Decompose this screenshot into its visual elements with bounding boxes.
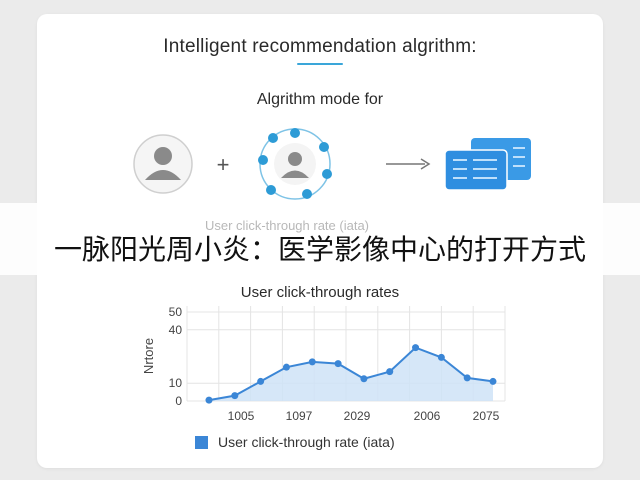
algorithm-diagram: +	[133, 128, 531, 200]
data-point	[489, 377, 497, 385]
y-tick-label: 10	[169, 376, 183, 390]
data-point	[334, 360, 342, 368]
x-tick-label: 2006	[414, 409, 441, 423]
data-point	[437, 353, 445, 361]
x-tick-label: 1005	[228, 409, 255, 423]
chart-legend: User click-through rate (iata)	[195, 434, 395, 450]
x-tick-label: 2075	[473, 409, 500, 423]
data-point	[205, 396, 213, 404]
user-avatar-icon	[274, 143, 316, 185]
y-tick-label: 40	[169, 323, 183, 337]
data-point	[386, 368, 394, 376]
data-point	[360, 375, 368, 383]
click-through-chart: 0 10 40 50 1005 1097 2029 2006 2075 Nrtore	[141, 305, 506, 423]
x-tick-label: 2029	[344, 409, 371, 423]
series-area	[209, 347, 493, 401]
chart-title: User click-through rates	[240, 284, 400, 301]
banner-ghost-text: User click-through rate (iata)	[205, 218, 369, 233]
x-axis-ticks: 1005 1097 2029 2006 2075	[228, 409, 500, 423]
x-tick-label: 1097	[286, 409, 313, 423]
document-stack-icon	[444, 138, 531, 191]
sync-icon	[258, 128, 332, 200]
series-line	[208, 346, 494, 402]
data-point	[308, 358, 316, 366]
legend-label: User click-through rate (iata)	[218, 434, 395, 450]
y-axis-label: Nrtore	[141, 338, 156, 374]
plus-sign: +	[217, 152, 230, 177]
data-point	[257, 377, 265, 385]
y-axis-ticks: 0 10 40 50	[169, 305, 183, 408]
y-tick-label: 0	[175, 394, 182, 408]
data-point	[463, 374, 471, 382]
data-point	[282, 363, 290, 371]
page-title: Intelligent recommendation algrithm:	[163, 36, 477, 57]
series-points	[205, 344, 497, 404]
banner-caption: 一脉阳光周小炎：医学影像中心的打开方式	[53, 233, 586, 266]
diagram-subtitle: Algrithm mode for	[256, 91, 384, 108]
data-point	[231, 392, 239, 400]
legend-swatch	[195, 435, 208, 449]
title-underline	[297, 63, 343, 65]
arrow-right-icon	[386, 158, 431, 170]
data-point	[412, 344, 420, 352]
overlay-banner	[0, 203, 640, 275]
y-tick-label: 50	[169, 305, 183, 319]
user-avatar-icon	[133, 134, 193, 194]
